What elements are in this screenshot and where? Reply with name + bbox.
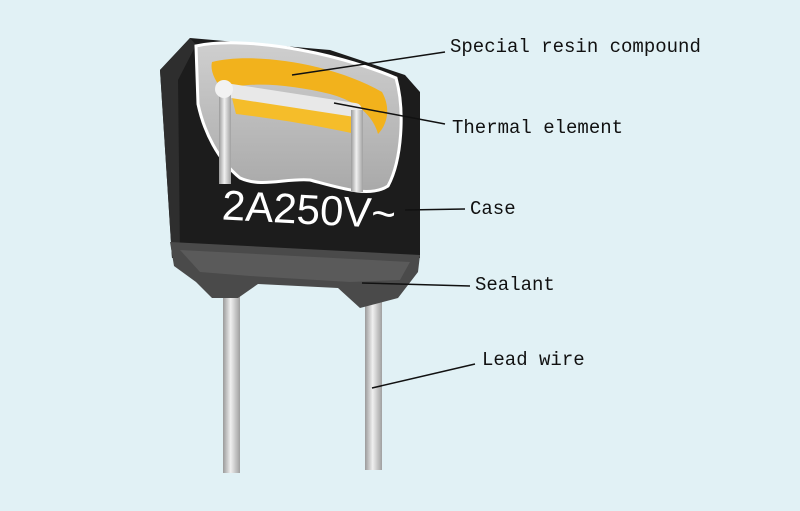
resin-compound <box>211 58 388 134</box>
label-thermal-element: Thermal element <box>452 117 624 139</box>
lead-wire-left <box>223 285 240 473</box>
lead-wires <box>223 285 382 473</box>
label-sealant: Sealant <box>475 274 555 296</box>
lead-wire-right <box>365 295 382 470</box>
label-lead-wire: Lead wire <box>482 349 585 371</box>
thermal-element <box>215 80 363 192</box>
resin-compound-lower <box>232 97 356 134</box>
leader-line-thermal-element <box>333 102 446 125</box>
leader-lines <box>291 51 476 389</box>
sealant-texture <box>180 250 410 282</box>
component-marking: 2A250V~ <box>220 181 398 238</box>
label-case: Case <box>470 198 516 220</box>
leader-line-lead-wire <box>371 363 476 389</box>
leader-line-sealant <box>361 282 471 287</box>
leader-line-case <box>404 208 466 211</box>
case-side <box>160 38 196 258</box>
label-special-resin-compound: Special resin compound <box>450 36 701 58</box>
leader-line-resin <box>291 51 446 76</box>
